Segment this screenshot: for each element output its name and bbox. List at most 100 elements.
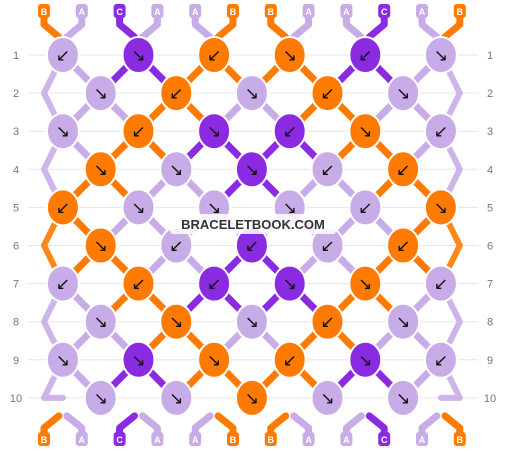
knot[interactable]: ↘	[310, 378, 345, 417]
knot-body[interactable]	[83, 74, 118, 113]
knot[interactable]: ↘	[159, 150, 194, 189]
knot[interactable]: ↙	[121, 264, 156, 303]
knot[interactable]: ↙	[197, 264, 232, 303]
knot[interactable]: ↙	[159, 74, 194, 113]
knot[interactable]: ↘	[159, 302, 194, 341]
knot[interactable]: ↘	[121, 36, 156, 74]
knot-body[interactable]	[45, 112, 80, 151]
knot[interactable]: ↙	[121, 112, 156, 151]
knot-body[interactable]	[197, 112, 232, 151]
knot[interactable]: ↘	[234, 302, 269, 341]
knot-body[interactable]	[83, 150, 118, 189]
knot-body[interactable]	[310, 150, 345, 189]
knot[interactable]: ↙	[423, 264, 458, 303]
knot-body[interactable]	[386, 226, 421, 265]
knot-body[interactable]	[234, 302, 269, 341]
knot-body[interactable]	[45, 36, 80, 74]
knot-body[interactable]	[348, 188, 383, 227]
knot-body[interactable]	[83, 226, 118, 265]
knot-body[interactable]	[272, 112, 307, 151]
knot[interactable]: ↙	[423, 112, 458, 151]
knot[interactable]: ↙	[197, 36, 232, 74]
knot[interactable]: ↙	[272, 112, 307, 151]
knot[interactable]: ↙	[423, 340, 458, 379]
knot-body[interactable]	[45, 188, 80, 227]
knot-body[interactable]	[310, 74, 345, 113]
knot-body[interactable]	[272, 264, 307, 303]
knot-body[interactable]	[272, 340, 307, 379]
knot[interactable]: ↘	[159, 378, 194, 417]
knot[interactable]: ↙	[386, 150, 421, 189]
knot[interactable]: ↘	[423, 36, 458, 74]
knot[interactable]: ↙	[348, 36, 383, 74]
knot-body[interactable]	[423, 264, 458, 303]
knot[interactable]: ↘	[197, 340, 232, 379]
knot[interactable]: ↙	[45, 188, 80, 227]
knot[interactable]: ↙	[386, 226, 421, 265]
knot[interactable]: ↘	[272, 36, 307, 74]
knot[interactable]: ↘	[121, 340, 156, 379]
knot-body[interactable]	[121, 340, 156, 379]
knot-body[interactable]	[423, 36, 458, 74]
knot[interactable]: ↘	[121, 188, 156, 227]
knot-body[interactable]	[159, 378, 194, 417]
knot-body[interactable]	[121, 264, 156, 303]
knot-body[interactable]	[348, 36, 383, 74]
knot-body[interactable]	[159, 74, 194, 113]
knot[interactable]: ↙	[310, 226, 345, 265]
knot-body[interactable]	[348, 112, 383, 151]
knot-body[interactable]	[121, 188, 156, 227]
knot[interactable]: ↘	[423, 188, 458, 227]
knot-body[interactable]	[197, 264, 232, 303]
knot[interactable]: ↘	[83, 74, 118, 113]
knot-body[interactable]	[121, 112, 156, 151]
knot[interactable]: ↘	[45, 340, 80, 379]
knot-body[interactable]	[310, 302, 345, 341]
knot[interactable]: ↘	[83, 150, 118, 189]
knot[interactable]: ↙	[310, 302, 345, 341]
knot-body[interactable]	[234, 378, 269, 417]
knot-body[interactable]	[386, 378, 421, 417]
knot[interactable]: ↙	[45, 36, 80, 74]
knot-body[interactable]	[386, 74, 421, 113]
knot-body[interactable]	[83, 302, 118, 341]
knot[interactable]: ↘	[386, 378, 421, 417]
knot[interactable]: ↘	[272, 264, 307, 303]
knot[interactable]: ↙	[234, 226, 269, 265]
knot-body[interactable]	[234, 74, 269, 113]
knot-body[interactable]	[159, 302, 194, 341]
knot[interactable]: ↘	[83, 226, 118, 265]
knot[interactable]: ↘	[234, 150, 269, 189]
knot-body[interactable]	[272, 36, 307, 74]
knot-body[interactable]	[197, 36, 232, 74]
knot-body[interactable]	[386, 150, 421, 189]
knot[interactable]: ↘	[348, 340, 383, 379]
knot[interactable]: ↙	[310, 150, 345, 189]
knot[interactable]: ↘	[83, 378, 118, 417]
knot[interactable]: ↘	[197, 112, 232, 151]
knot[interactable]: ↘	[348, 112, 383, 151]
knot-body[interactable]	[423, 112, 458, 151]
knot-body[interactable]	[348, 264, 383, 303]
knot-body[interactable]	[197, 340, 232, 379]
knot-body[interactable]	[45, 264, 80, 303]
knot[interactable]: ↘	[386, 74, 421, 113]
knot[interactable]: ↘	[45, 112, 80, 151]
knot-body[interactable]	[348, 340, 383, 379]
knot[interactable]: ↘	[348, 264, 383, 303]
knot-body[interactable]	[423, 188, 458, 227]
knot[interactable]: ↙	[272, 340, 307, 379]
knot-body[interactable]	[386, 302, 421, 341]
knot-body[interactable]	[423, 340, 458, 379]
knot-body[interactable]	[234, 150, 269, 189]
knot[interactable]: ↘	[234, 378, 269, 417]
knot[interactable]: ↙	[45, 264, 80, 303]
knot[interactable]: ↘	[83, 302, 118, 341]
knot-body[interactable]	[45, 340, 80, 379]
knot[interactable]: ↙	[310, 74, 345, 113]
knot[interactable]: ↙	[348, 188, 383, 227]
knot[interactable]: ↘	[386, 302, 421, 341]
knot[interactable]: ↙	[159, 226, 194, 265]
knot-body[interactable]	[159, 150, 194, 189]
knot-body[interactable]	[310, 378, 345, 417]
